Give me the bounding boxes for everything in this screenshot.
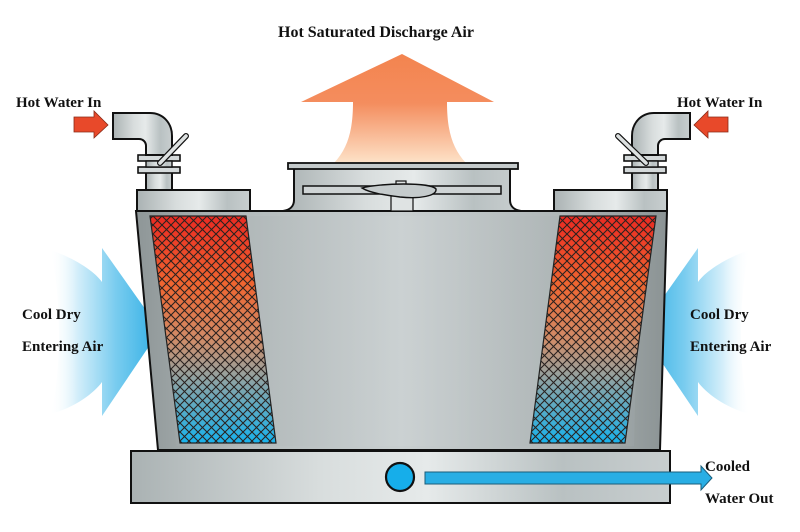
- cooled-water-label-line1: Cooled: [705, 459, 750, 475]
- hot-water-arrow-left: [73, 110, 109, 139]
- cool-air-label-left-line2: Entering Air: [22, 339, 104, 355]
- hot-water-in-label-right: Hot Water In: [677, 95, 763, 111]
- cooled-water-label-line2: Water Out: [705, 491, 774, 507]
- fan-stack: [282, 162, 522, 212]
- discharge-air-label: Hot Saturated Discharge Air: [278, 24, 474, 41]
- hot-water-inlet-pipe-right: [615, 112, 691, 191]
- fan-blade: [360, 183, 437, 199]
- distribution-box-left: [136, 189, 251, 212]
- fill-media-right: [529, 215, 657, 444]
- fill-media-left: [149, 215, 277, 444]
- hot-water-arrow-right: [693, 110, 729, 139]
- outlet-port: [384, 461, 416, 493]
- cool-air-label-right-line2: Entering Air: [690, 339, 772, 355]
- cool-air-label-right-line1: Cool Dry: [690, 307, 749, 323]
- cooled-water-out-arrow: [424, 464, 713, 492]
- discharge-air-arrow: [301, 54, 494, 163]
- cool-air-label-left-line1: Cool Dry: [22, 307, 81, 323]
- distribution-box-right: [553, 189, 668, 212]
- hot-water-inlet-pipe-left: [112, 112, 189, 191]
- hot-water-in-label-left: Hot Water In: [16, 95, 102, 111]
